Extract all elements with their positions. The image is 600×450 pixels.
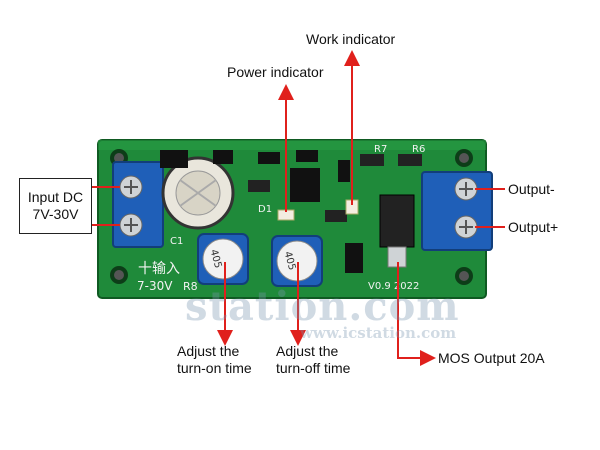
watermark-logo: station.com <box>185 283 460 330</box>
silk-r7: R7 <box>374 144 387 155</box>
smd-chip <box>160 150 188 168</box>
mosfet <box>379 194 415 268</box>
diode <box>345 243 363 273</box>
electrolytic-capacitor <box>161 156 235 230</box>
smd-chip <box>296 150 318 162</box>
input-terminal-block <box>112 161 164 248</box>
smd-resistor <box>360 154 384 166</box>
adjust-off-label: Adjust the turn-off time <box>276 343 350 377</box>
silk-version: V0.9 2022 <box>368 281 419 292</box>
smd-chip <box>213 150 233 164</box>
silk-input-range: 7-30V <box>137 279 173 293</box>
mos-output-arrow <box>397 262 436 366</box>
silk-pot1: 405 <box>208 248 224 269</box>
silk-c1: C1 <box>170 236 183 247</box>
input-dc-box: Input DC 7V-30V <box>19 178 92 234</box>
turn-on-potentiometer <box>197 233 249 285</box>
adjust-on-line1: Adjust the <box>177 343 240 359</box>
silk-input-cn: 十输入 <box>138 261 180 277</box>
silk-pot2: 405 <box>282 250 298 271</box>
work-indicator-label: Work indicator <box>306 31 396 47</box>
adjust-off-line1: Adjust the <box>276 343 339 359</box>
smd-chip <box>258 152 280 164</box>
watermark-url: www.icstation.com <box>300 324 457 342</box>
power-indicator-label: Power indicator <box>227 64 324 80</box>
input-dc-line2: 7V-30V <box>32 206 79 222</box>
adjust-on-label: Adjust the turn-on time <box>177 343 252 377</box>
mos-output-label: MOS Output 20A <box>438 350 545 366</box>
silk-r6: R6 <box>412 144 425 155</box>
adjust-on-line2: turn-on time <box>177 360 252 376</box>
smd-resistor <box>325 210 347 222</box>
smd-part <box>338 160 350 182</box>
turn-off-potentiometer <box>271 235 323 287</box>
silk-d1: D1 <box>258 204 272 215</box>
output-neg-label: Output- <box>508 181 555 197</box>
adjust-off-line2: turn-off time <box>276 360 351 376</box>
output-terminal-block <box>421 171 493 251</box>
smd-resistor <box>398 154 422 166</box>
silk-r8: R8 <box>183 280 198 293</box>
output-pos-label: Output+ <box>508 219 559 235</box>
timer-ic <box>290 168 320 202</box>
smd-resistor <box>248 180 270 192</box>
input-dc-line1: Input DC <box>27 189 84 205</box>
